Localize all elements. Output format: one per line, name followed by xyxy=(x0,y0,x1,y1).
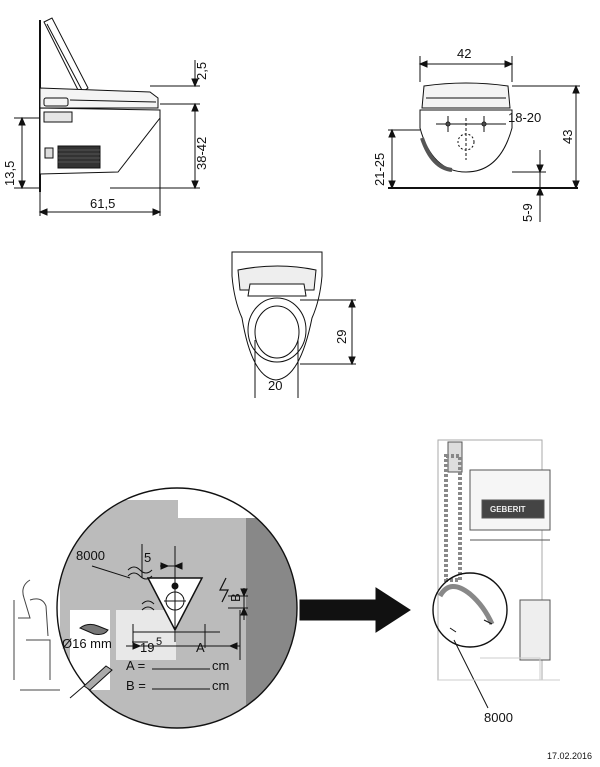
dim-13-5: 13,5 xyxy=(2,161,17,186)
row-b-prefix: B = xyxy=(126,678,146,693)
dim-19-5: 19 xyxy=(140,640,154,655)
diameter-label: Ø16 mm xyxy=(62,636,112,651)
dim-19-5-sup: 5 xyxy=(156,636,162,648)
dim-43: 43 xyxy=(560,130,575,144)
dim-18-20: 18-20 xyxy=(508,110,541,125)
detail-code-8000: 8000 xyxy=(76,548,105,563)
dim-5: 5 xyxy=(144,550,151,565)
row-a-prefix: A = xyxy=(126,658,145,673)
dim-20: 20 xyxy=(268,378,282,393)
pipe-fitting-left xyxy=(13,579,60,691)
install-frame xyxy=(432,439,560,709)
arrow-icon xyxy=(299,587,411,633)
dim-61-5: 61,5 xyxy=(90,196,115,211)
front-view xyxy=(388,56,580,222)
install-code-8000: 8000 xyxy=(484,710,513,725)
label-a-dim: A xyxy=(196,640,205,655)
side-view xyxy=(14,17,200,216)
top-view xyxy=(231,251,356,398)
row-a-unit: cm xyxy=(212,658,229,673)
detail-view xyxy=(56,487,298,729)
dim-38-42: 38-42 xyxy=(194,137,209,170)
brand-label: GEBERIT xyxy=(490,505,526,514)
dim-42: 42 xyxy=(457,46,471,61)
dim-2-5: 2,5 xyxy=(194,62,209,80)
dim-5-9: 5-9 xyxy=(520,203,535,222)
dim-21-25: 21-25 xyxy=(372,153,387,186)
footer-date: 17.02.2016 xyxy=(546,751,592,761)
label-b-vertical: B xyxy=(228,593,243,602)
dim-29: 29 xyxy=(334,330,349,344)
row-b-unit: cm xyxy=(212,678,229,693)
